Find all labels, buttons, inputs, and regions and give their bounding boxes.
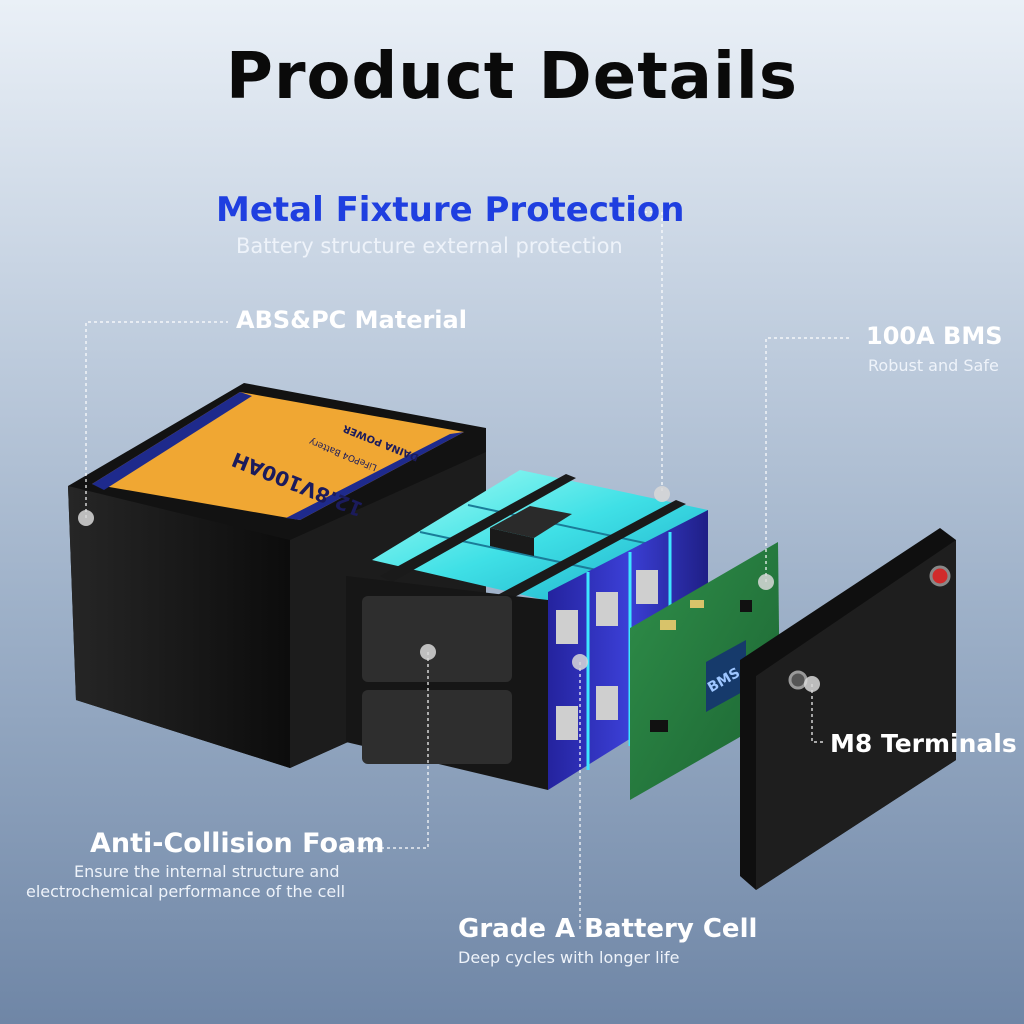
callout-dot-icon [572,654,588,670]
callout-dot-icon [420,644,436,660]
callout-dot-icon [78,510,94,526]
battery-top-label: 12.8V100AH DAINA POWER LiFePO4 Battery [92,392,464,522]
bms-label: 100A BMS [866,322,1003,350]
callout-leader-lines [85,211,852,930]
metal-fixture-label: Metal Fixture Protection [216,190,685,230]
terminals-label: M8 Terminals [830,729,1017,758]
metal-fixture-desc: Battery structure external protection [236,234,623,258]
battery-end-cover [740,528,956,890]
callout-dots [78,486,820,692]
battery-cell-pack [346,470,708,790]
terminal-bolt-icon [929,565,951,587]
page-title: Product Details [226,40,798,114]
cell-desc: Deep cycles with longer life [458,948,680,967]
callout-dot-icon [804,676,820,692]
bms-desc: Robust and Safe [868,356,999,375]
foam-desc-line1: Ensure the internal structure and [74,862,340,881]
callout-dot-icon [758,574,774,590]
foam-label: Anti-Collision Foam [90,828,385,859]
callout-dot-icon [654,486,670,502]
foam-desc-line2: electrochemical performance of the cell [26,882,346,901]
abs-pc-label: ABS&PC Material [236,306,467,334]
anti-collision-foam [362,596,512,764]
cell-label: Grade A Battery Cell [458,914,758,944]
